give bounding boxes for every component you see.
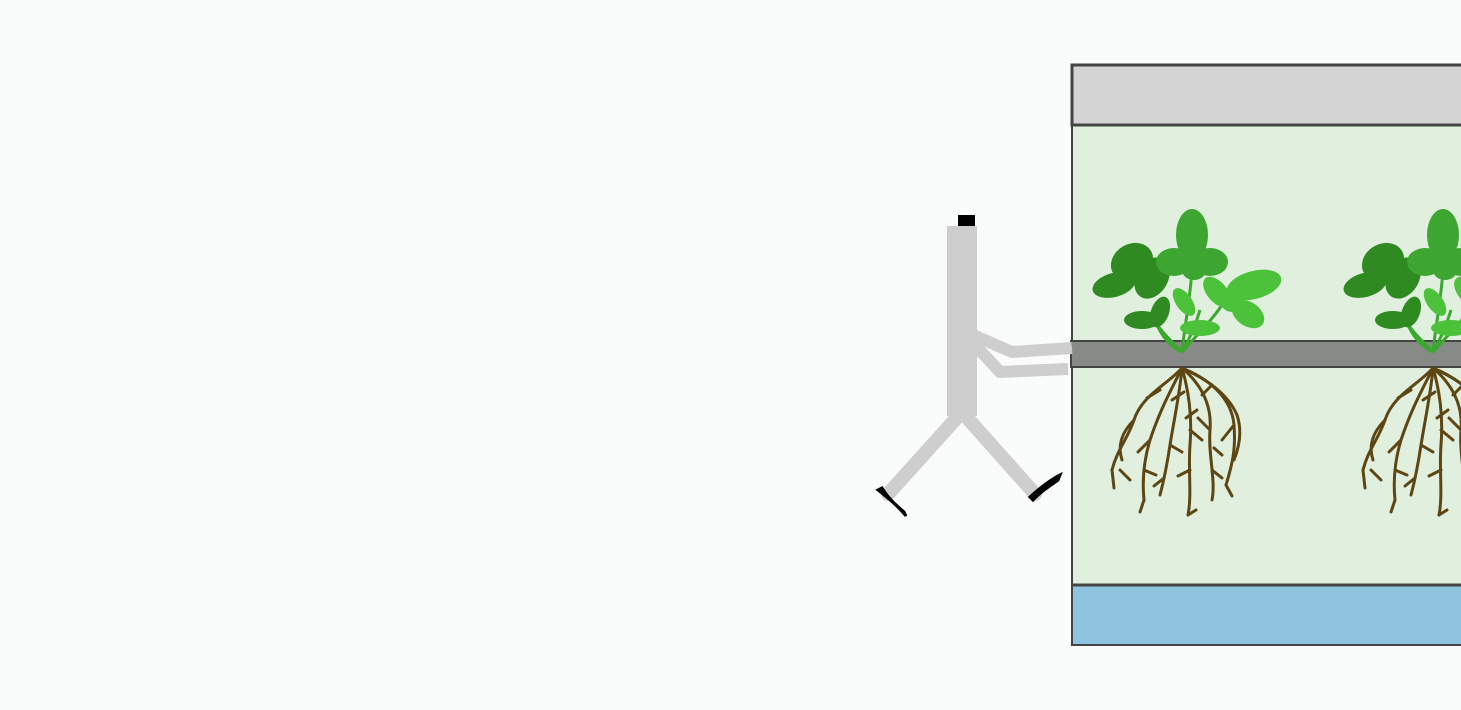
- water-reservoir: [1072, 585, 1461, 645]
- figure-foot-left: [875, 486, 908, 517]
- chamber-lid: [1070, 63, 1461, 127]
- growing-tray: [1070, 340, 1461, 368]
- figure-leg-left: [881, 405, 969, 501]
- figure-foot-right: [1027, 471, 1063, 503]
- figure-arm-upper: [970, 329, 1073, 358]
- figure-head-cap: [958, 215, 975, 226]
- figure-torso: [947, 226, 977, 416]
- figure-leg-right: [955, 405, 1042, 501]
- grow-chamber: [1070, 63, 1461, 646]
- figure-arm-lower: [970, 340, 1069, 378]
- stick-figure: [875, 215, 1073, 517]
